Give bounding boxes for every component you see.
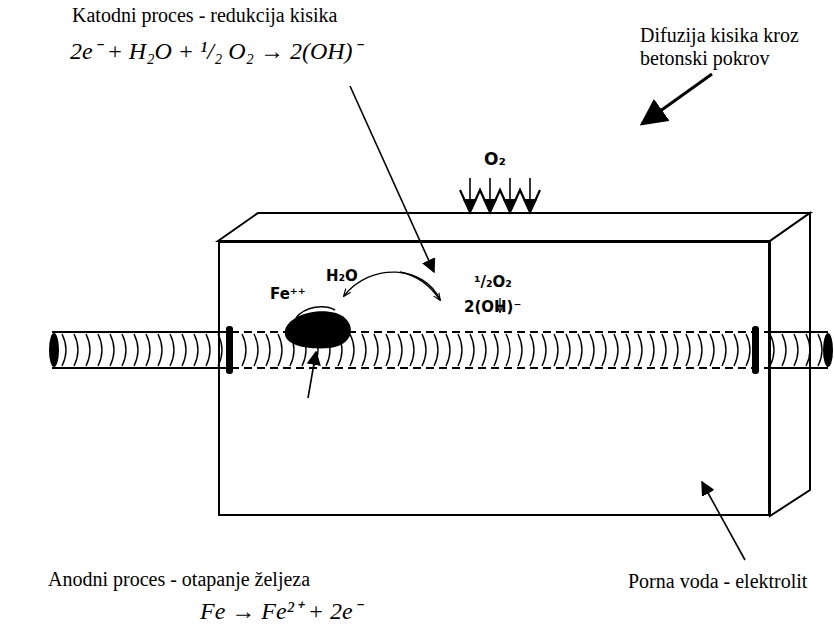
rebar-thread	[458, 334, 462, 366]
rebar-thread	[362, 334, 366, 366]
rebar-thread	[398, 334, 402, 366]
ion-label: ¹/₂O₂	[474, 273, 512, 291]
rebar-thread	[794, 334, 798, 366]
rebar-thread	[386, 334, 390, 366]
concrete-block: Fe⁺⁺ H₂O ¹/₂O₂ 2(OH)⁻	[218, 241, 770, 516]
rebar-thread	[158, 334, 162, 366]
rebar-thread	[806, 334, 810, 366]
rebar-thread	[194, 334, 198, 366]
process-title: Anodni proces - otapanje željeza	[48, 568, 310, 591]
rebar-thread	[746, 334, 750, 366]
rebar-thread	[422, 334, 426, 366]
rebar-thread	[266, 334, 270, 366]
rebar-thread	[278, 334, 282, 366]
rebar-thread	[410, 334, 414, 366]
rebar-thread	[818, 334, 822, 366]
rebar-thread	[122, 334, 126, 366]
rebar-thread	[242, 334, 246, 366]
rebar-thread	[446, 334, 450, 366]
rebar-thread	[110, 334, 114, 366]
rebar-thread	[698, 334, 702, 366]
rebar-thread	[206, 334, 210, 366]
rebar-thread	[602, 334, 606, 366]
rebar-thread	[518, 334, 522, 366]
rebar-thread	[74, 334, 78, 366]
rebar-thread	[722, 334, 726, 366]
rebar-thread	[710, 334, 714, 366]
rebar-thread	[506, 334, 510, 366]
rebar-thread	[86, 334, 90, 366]
ion-label: H₂O	[326, 267, 358, 285]
rebar-thread	[782, 334, 786, 366]
ion-label: Fe⁺⁺	[270, 285, 306, 303]
rebar-thread	[566, 334, 570, 366]
rebar-thread	[350, 334, 354, 366]
rebar-thread	[254, 334, 258, 366]
rebar-thread	[662, 334, 666, 366]
rebar-thread	[770, 334, 774, 366]
rebar-thread	[542, 334, 546, 366]
rebar-thread	[554, 334, 558, 366]
rebar-thread	[614, 334, 618, 366]
rebar-thread	[530, 334, 534, 366]
rebar-thread	[170, 334, 174, 366]
rebar-thread	[590, 334, 594, 366]
rebar-thread	[578, 334, 582, 366]
rebar-thread	[734, 334, 738, 366]
reaction-equation: Fe → Fe²⁺ + 2e⁻	[200, 598, 361, 626]
rebar-thread	[434, 334, 438, 366]
rebar-thread	[470, 334, 474, 366]
rebar-thread	[62, 334, 66, 366]
diffusion-note: Difuzija kisika kroz betonski pokrov	[640, 24, 830, 70]
rebar-thread	[650, 334, 654, 366]
rebar-thread	[98, 334, 102, 366]
rebar-thread	[146, 334, 150, 366]
reaction-equation: 2e⁻ + H₂O + ¹/₂ O₂ → 2(OH)⁻	[70, 38, 361, 66]
rebar-thread	[626, 334, 630, 366]
rebar-thread	[482, 334, 486, 366]
rebar-thread	[134, 334, 138, 366]
electrolyte-label: Porna voda - elektrolit	[628, 570, 807, 593]
ion-label: 2(OH)⁻	[464, 298, 521, 316]
rebar-thread	[494, 334, 498, 366]
rebar-thread	[182, 334, 186, 366]
process-title: Katodni proces - redukcija kisika	[72, 4, 337, 27]
rebar-thread	[638, 334, 642, 366]
oxygen-label: O₂	[484, 150, 506, 170]
rebar-thread	[674, 334, 678, 366]
rebar-thread	[686, 334, 690, 366]
rebar-thread	[374, 334, 378, 366]
